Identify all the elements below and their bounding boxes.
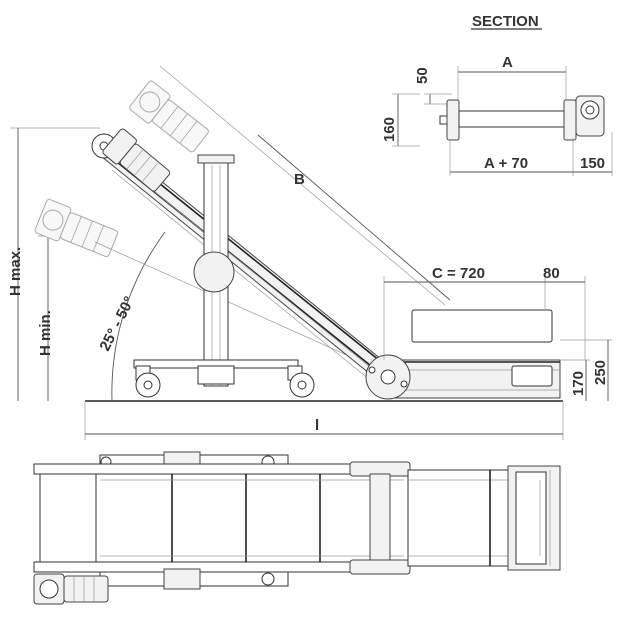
hinge-lower bbox=[349, 559, 411, 575]
rail-clamp-lower bbox=[163, 568, 201, 590]
ghost-line-max bbox=[159, 65, 446, 306]
angle-label: 25° - 50° bbox=[96, 294, 138, 354]
ghost-motor-max bbox=[129, 80, 209, 153]
section-view: SECTION A 50 160 A + 70 150 bbox=[381, 13, 613, 176]
column-clamp bbox=[193, 251, 235, 293]
dim-170-label: 170 bbox=[570, 371, 587, 396]
tail-plate bbox=[511, 365, 553, 387]
dim-a-label: A bbox=[502, 54, 513, 71]
tail-belt bbox=[407, 469, 511, 567]
section-title: SECTION bbox=[472, 13, 539, 30]
column-cap bbox=[197, 154, 235, 164]
dim-80-label: 80 bbox=[543, 265, 560, 282]
horizontal-conveyor bbox=[365, 309, 561, 400]
dim-150-label: 150 bbox=[580, 155, 605, 172]
dim-b-line bbox=[257, 134, 451, 301]
dim-50-label: 50 bbox=[414, 67, 431, 84]
base-block bbox=[197, 365, 235, 385]
bearing-left bbox=[446, 99, 460, 141]
caster-wheel-left bbox=[135, 365, 161, 398]
dim-hmax-label: H max. bbox=[7, 247, 24, 296]
angle-arc bbox=[111, 231, 166, 402]
hinge-pulley bbox=[369, 473, 391, 561]
dim-c-label: C = 720 bbox=[432, 265, 485, 282]
dim-b-label: B bbox=[294, 171, 305, 188]
dim-l-label: l bbox=[315, 417, 319, 434]
dim-250-label: 250 bbox=[592, 360, 609, 385]
top-view bbox=[33, 451, 561, 605]
hopper bbox=[411, 309, 553, 343]
dim-160-label: 160 bbox=[381, 117, 398, 142]
ghost-motor-min bbox=[34, 198, 119, 258]
head-section bbox=[39, 473, 97, 563]
top-view-motor bbox=[33, 573, 109, 605]
belt-surface bbox=[95, 473, 409, 563]
inclined-conveyor bbox=[91, 128, 393, 383]
caster-wheel-right bbox=[287, 365, 315, 398]
side-view: H max. H min. 25° - 50° B bbox=[7, 65, 612, 440]
incline-motor bbox=[102, 128, 171, 192]
dim-hmin-label: H min. bbox=[37, 310, 54, 356]
bearing-right bbox=[563, 99, 577, 141]
roller-tube bbox=[458, 110, 565, 128]
dim-a70-label: A + 70 bbox=[484, 155, 528, 172]
ghost-line-min bbox=[94, 241, 381, 371]
